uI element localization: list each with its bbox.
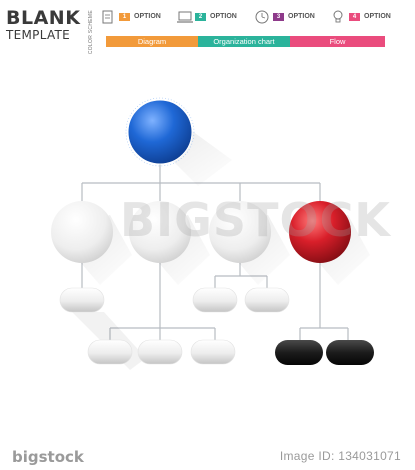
node-level2-2 <box>129 201 191 263</box>
option-number: 4 <box>349 13 360 21</box>
leaf-node-dark <box>326 340 374 365</box>
title-block: BLANK TEMPLATE <box>6 8 80 42</box>
node-level2-3 <box>209 201 271 263</box>
option-number: 1 <box>119 13 130 21</box>
root-node <box>125 97 195 167</box>
leaf-node <box>87 339 133 365</box>
leaf-node-dark <box>275 340 323 365</box>
connector-lines <box>81 160 349 340</box>
category-tabs: Diagram Organization chart Flow <box>106 36 385 47</box>
option-label: OPTION <box>210 13 237 20</box>
options-row: 1 OPTION 2 OPTION 3 OPTION 4 OPTION <box>100 9 400 27</box>
footer-image-id: Image ID: 134031071 <box>279 449 401 463</box>
option-label: OPTION <box>134 13 161 20</box>
tab-diagram[interactable]: Diagram <box>106 36 198 47</box>
node-level2-highlight <box>289 201 351 263</box>
option-label: OPTION <box>288 13 315 20</box>
option-number: 3 <box>273 13 284 21</box>
laptop-icon <box>177 11 193 23</box>
leaf-node <box>192 287 238 313</box>
leaf-node <box>190 339 236 365</box>
footer-brand-logo: bigstock <box>12 448 84 466</box>
tab-organization-chart[interactable]: Organization chart <box>198 36 290 47</box>
document-icon <box>102 10 113 24</box>
template-title: BLANK <box>6 7 81 29</box>
clock-icon <box>255 10 269 24</box>
node-level2-1 <box>51 201 113 263</box>
tab-flow[interactable]: Flow <box>290 36 385 47</box>
leaf-node <box>137 339 183 365</box>
template-subtitle: TEMPLATE <box>6 28 71 42</box>
option-number: 2 <box>195 13 206 21</box>
leaf-node <box>244 287 290 313</box>
option-label: OPTION <box>364 13 391 20</box>
watermark: BIGSTOCK <box>120 193 391 247</box>
lightbulb-icon <box>333 10 343 23</box>
